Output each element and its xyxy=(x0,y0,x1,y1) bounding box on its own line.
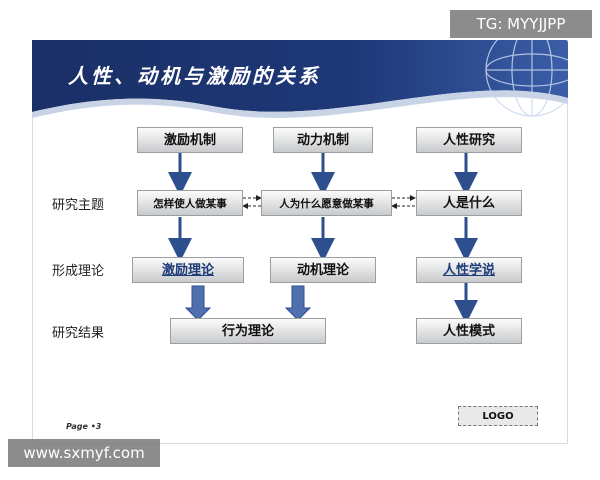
block-arrow-left xyxy=(184,285,212,321)
box-human-nature-model: 人性模式 xyxy=(416,318,522,344)
box-motivation-theory: 动机理论 xyxy=(270,257,376,283)
box-why-people-willing: 人为什么愿意做某事 xyxy=(261,190,392,216)
banner-graphic xyxy=(32,40,568,118)
box-what-is-human: 人是什么 xyxy=(416,190,522,216)
logo-placeholder: LOGO xyxy=(458,406,538,426)
block-arrow-middle xyxy=(284,285,312,321)
title-banner: 人性、动机与激励的关系 xyxy=(32,40,568,124)
box-incentive-theory: 激励理论 xyxy=(132,257,244,283)
box-how-to-make-people-act: 怎样使人做某事 xyxy=(137,190,243,216)
box-human-nature-doctrine: 人性学说 xyxy=(416,257,522,283)
row-label-result: 研究结果 xyxy=(52,326,105,341)
slide-title: 人性、动机与激励的关系 xyxy=(68,64,321,88)
watermark-site: www.sxmyf.com xyxy=(8,439,160,467)
box-human-nature-research: 人性研究 xyxy=(416,127,522,153)
page-number: Page •3 xyxy=(66,422,102,431)
box-incentive-mechanism: 激励机制 xyxy=(137,127,243,153)
box-motivation-mechanism: 动力机制 xyxy=(273,127,373,153)
watermark-tag: TG: MYYJJPP xyxy=(450,10,592,38)
box-behavior-theory: 行为理论 xyxy=(170,318,326,344)
row-label-theory: 形成理论 xyxy=(52,264,105,279)
row-label-topic: 研究主题 xyxy=(52,198,105,213)
